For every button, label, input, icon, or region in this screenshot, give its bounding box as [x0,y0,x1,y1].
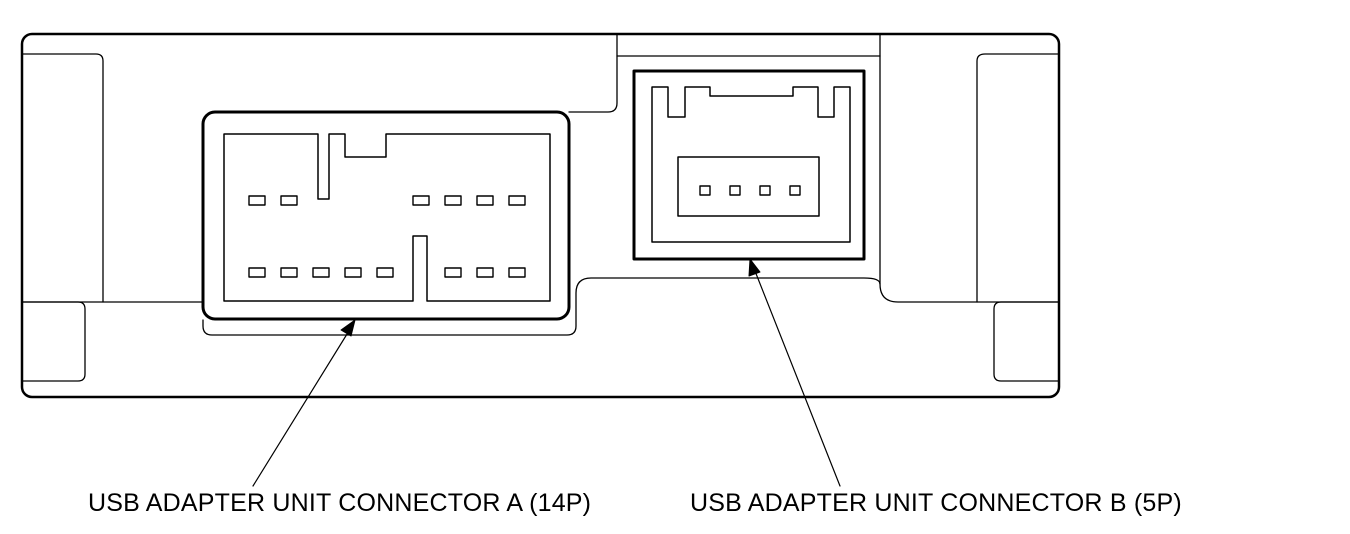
connector-b-inner-outline [651,86,851,243]
connector-a-pin [476,267,494,278]
connector-a-arrowhead [340,319,356,337]
connector-a-pin [376,267,394,278]
connector-a-pin [280,267,298,278]
connector-a-upper-pins [248,195,526,206]
connector-a-pin [508,195,526,206]
connector-a-leader-line [252,325,353,487]
connector-a-pin [248,267,266,278]
adapter-unit-housing [20,32,1061,399]
connector-b-label: USB ADAPTER UNIT CONNECTOR B (5P) [690,489,1182,517]
connector-b-pin [729,185,741,196]
connector-a-pin [280,195,298,206]
lower-shelf [202,277,881,336]
connector-a-pin [344,267,362,278]
connector-a-pin [412,195,430,206]
connector-b-leader-line [752,265,841,487]
connector-a-pin [444,195,462,206]
connector-a-pin [476,195,494,206]
connector-b-pin [789,185,801,196]
connector-b-arrowhead [748,258,761,277]
middle-body-step [568,33,618,113]
middle-body-right-step [879,33,978,303]
connector-b-pin [699,185,711,196]
left-upper-bracket [21,53,104,303]
connector-a-pin [508,267,526,278]
connector-b-pin [759,185,771,196]
connector-b-pin-block [677,156,820,217]
connector-a-pin [248,195,266,206]
connector-b-housing [632,69,866,261]
connector-a-label: USB ADAPTER UNIT CONNECTOR A (14P) [88,489,592,517]
connector-a-inner-outline [223,133,551,302]
right-upper-bracket [976,53,1060,303]
connector-a-pin [312,267,330,278]
left-lower-tab [21,301,86,382]
connector-a-housing [201,110,571,321]
right-lower-tab [993,301,1060,382]
connector-a-pin [444,267,462,278]
connector-b-pins [699,185,801,196]
connector-a-lower-pins [248,267,526,278]
